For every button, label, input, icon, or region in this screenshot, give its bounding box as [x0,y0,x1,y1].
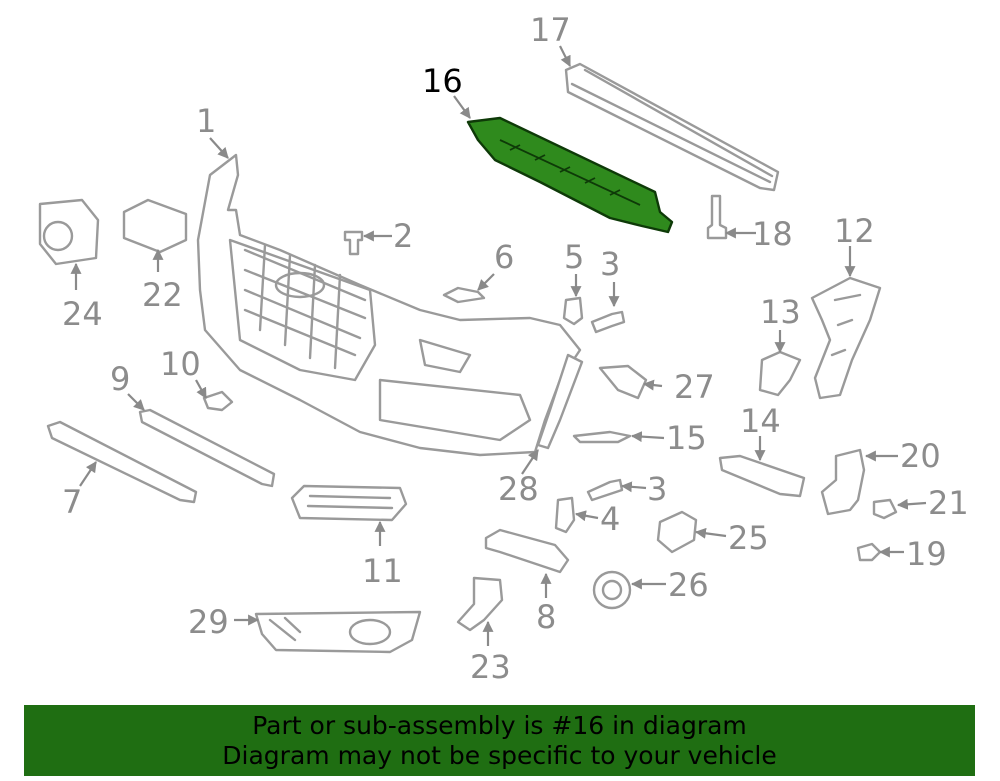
part-18-bolt[interactable] [706,194,728,240]
callout-14: 14 [740,402,781,440]
callout-23: 23 [470,648,511,686]
part-8-bracket[interactable] [484,528,570,574]
callout-12: 12 [834,212,875,250]
callout-29: 29 [188,603,229,641]
callout-9: 9 [110,360,130,398]
part-15-bracket[interactable] [572,430,632,444]
part-22-module[interactable] [122,198,188,254]
part-9-strip[interactable] [138,408,276,488]
part-6-bracket[interactable] [442,286,486,304]
part-26-sensor-holder[interactable] [592,570,632,610]
callout-3-lower: 3 [647,470,667,508]
part-27-cover[interactable] [598,364,648,400]
callout-24: 24 [62,295,103,333]
callout-11: 11 [362,552,403,590]
callout-1: 1 [196,102,216,140]
part-3-screw-upper[interactable] [590,310,626,334]
part-25-sensor[interactable] [656,510,698,554]
part-10-cap[interactable] [202,390,234,412]
callout-10: 10 [160,345,201,383]
callout-15: 15 [666,419,707,457]
callout-6: 6 [494,238,514,276]
part-11-grille[interactable] [290,484,408,522]
callout-8: 8 [536,598,556,636]
banner-line-2: Diagram may not be specific to your vehi… [222,741,777,770]
part-24-sensor[interactable] [38,198,100,266]
part-7-molding[interactable] [46,420,198,504]
banner-line-1: Part or sub-assembly is #16 in diagram [252,711,747,740]
callout-3-upper: 3 [600,245,620,283]
callout-7: 7 [62,483,82,521]
part-23-bracket[interactable] [456,576,504,632]
part-16-energy-absorber[interactable] [466,116,674,234]
part-21-bolt[interactable] [872,498,898,520]
callout-13: 13 [760,293,801,331]
part-28-molding[interactable] [536,353,584,450]
part-29-fog-grille[interactable] [254,610,422,654]
part-13-guide[interactable] [758,350,802,397]
callout-2: 2 [393,217,413,255]
callout-27: 27 [674,368,715,406]
callout-25: 25 [728,519,769,557]
info-banner: Part or sub-assembly is #16 in diagram D… [24,705,975,776]
callout-4: 4 [600,500,620,538]
leader-lines [70,45,927,646]
callout-16: 16 [422,62,463,100]
callout-labels: 1 2 3 3 4 5 6 7 8 9 10 11 12 13 14 15 16… [62,11,969,686]
part-14-support[interactable] [718,454,806,498]
callout-19: 19 [906,535,947,573]
callout-20: 20 [900,437,941,475]
parts-diagram: 1 2 3 3 4 5 6 7 8 9 10 11 12 13 14 15 16… [38,11,969,686]
callout-26: 26 [668,566,709,604]
part-17-reinforcement-bar[interactable] [564,62,780,192]
callout-28: 28 [498,470,539,508]
part-19-nut[interactable] [856,542,882,562]
callout-17: 17 [530,11,571,49]
part-5-clip[interactable] [562,296,584,326]
callout-18: 18 [752,215,793,253]
part-2-bolt[interactable] [343,230,364,256]
part-4-clip[interactable] [554,496,576,534]
part-20-actuator[interactable] [820,448,866,516]
part-3-screw-lower[interactable] [586,478,624,502]
callout-21: 21 [928,484,969,522]
callout-22: 22 [142,276,183,314]
part-1-bumper-cover[interactable] [196,153,582,457]
part-12-bracket[interactable] [810,276,882,400]
callout-5: 5 [564,238,584,276]
